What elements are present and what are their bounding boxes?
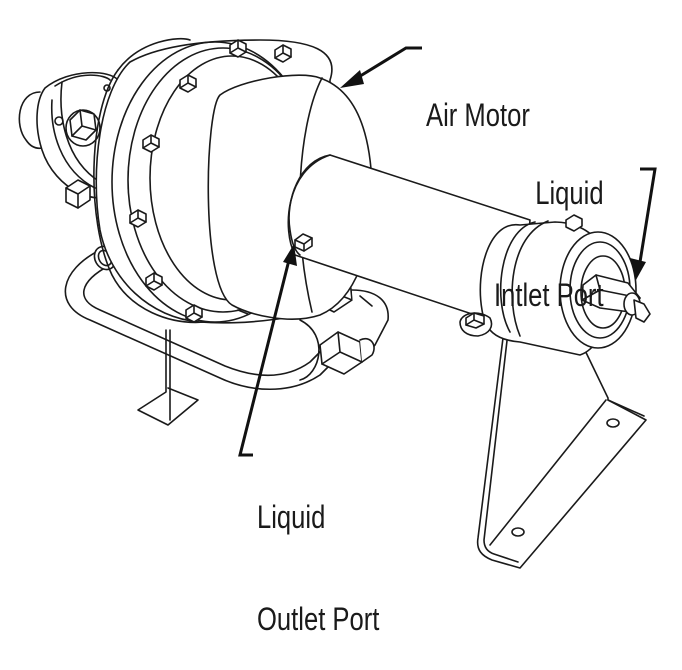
bolt xyxy=(129,209,147,228)
leader-air-motor xyxy=(340,46,422,88)
bolt xyxy=(274,44,292,63)
label-liquid-outlet-line-2: Outlet Port xyxy=(257,601,380,637)
leader-liquid-inlet xyxy=(630,167,657,280)
front-bracket xyxy=(476,329,647,569)
flange-bolts xyxy=(129,39,292,323)
label-liquid-outlet-line-1: Liquid xyxy=(257,499,326,535)
front-end-cap xyxy=(559,231,651,349)
rear-floor-mount xyxy=(137,329,199,426)
leader-liquid-outlet xyxy=(238,244,297,457)
label-liquid-outlet-port: Liquid Outlet Port xyxy=(257,432,379,670)
label-air-motor-text: Air Motor xyxy=(426,97,530,133)
label-liquid-inlet-port: Liquid Intlet Port xyxy=(494,108,604,346)
bolt xyxy=(229,39,247,58)
bolt xyxy=(185,304,203,323)
pump-assembly-diagram: Air Motor Liquid Intlet Port Liquid Outl… xyxy=(18,30,657,636)
label-air-motor: Air Motor xyxy=(426,30,530,166)
label-liquid-inlet-line-1: Liquid xyxy=(535,175,604,211)
pump-drawing xyxy=(18,37,657,569)
bolt xyxy=(179,74,197,93)
bolt xyxy=(142,134,160,153)
bolt xyxy=(145,272,163,291)
label-liquid-inlet-line-2: Intlet Port xyxy=(494,277,604,313)
pump-tube xyxy=(287,154,531,331)
